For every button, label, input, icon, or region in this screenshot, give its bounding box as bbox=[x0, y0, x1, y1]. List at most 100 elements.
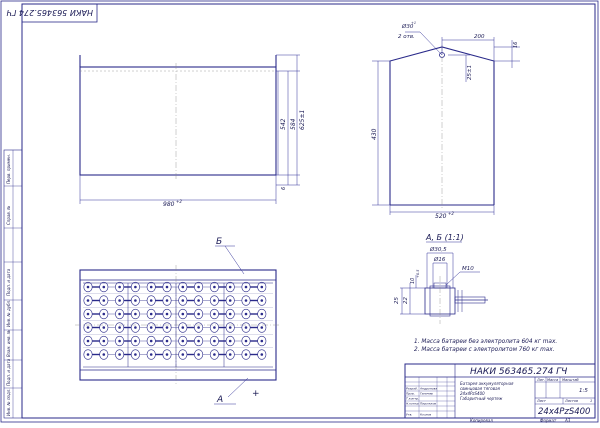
terminal-dot bbox=[86, 285, 90, 289]
title-block: НАКИ 563465.274 ГЧ Батарея аккумуляторна… bbox=[404, 363, 596, 423]
dim-section-22: 22 bbox=[403, 297, 409, 304]
format-label: Формат bbox=[540, 418, 557, 423]
terminal-dot bbox=[165, 299, 169, 302]
dim-side-holes-count: 2 отв. bbox=[398, 34, 415, 40]
terminal-dot bbox=[228, 285, 232, 289]
title-col-scale: Масштаб bbox=[562, 378, 579, 382]
terminal-dot bbox=[244, 299, 248, 302]
terminal-dot bbox=[102, 353, 106, 356]
terminal-dot bbox=[165, 326, 169, 329]
cell-array bbox=[83, 281, 273, 367]
title-name-line: свинцовая тяговая bbox=[460, 386, 501, 391]
terminal-dot bbox=[181, 353, 185, 356]
dim-front-h2: 584 bbox=[290, 118, 297, 130]
terminal-dot bbox=[228, 353, 232, 356]
strip-label: Перв. примен. bbox=[6, 154, 11, 184]
cell-terminal bbox=[130, 322, 140, 333]
terminal-dot bbox=[181, 312, 185, 316]
title-person: Андропова bbox=[419, 387, 437, 391]
dim-side-hole: Ø30 bbox=[401, 23, 414, 30]
terminal-dot bbox=[134, 326, 137, 329]
title-sheets: 1 bbox=[590, 399, 592, 403]
terminal-dot bbox=[260, 326, 264, 329]
cell-terminal bbox=[130, 335, 140, 347]
title-role: Т.контр. bbox=[406, 397, 419, 401]
terminal-dot bbox=[118, 299, 121, 302]
cell-terminal bbox=[130, 308, 140, 320]
dim-front-base: 6 bbox=[281, 187, 287, 190]
title-col-mass: Масса bbox=[547, 378, 558, 382]
terminal-dot bbox=[102, 312, 106, 316]
terminal-dot bbox=[149, 299, 153, 302]
dim-front-width-tol: +2 bbox=[176, 199, 182, 204]
cell-terminal bbox=[257, 349, 267, 360]
terminal-dot bbox=[197, 353, 200, 356]
dim-front-h1: 542 bbox=[280, 118, 287, 130]
terminal-dot bbox=[228, 299, 232, 302]
terminal-dot bbox=[86, 339, 90, 343]
dim-side-16: 16 bbox=[513, 42, 519, 48]
terminal-dot bbox=[134, 312, 137, 316]
section-connector bbox=[454, 296, 486, 304]
terminal-dot bbox=[102, 326, 106, 329]
dim-front-width: 980 bbox=[163, 201, 175, 208]
dim-side-width: 520 bbox=[435, 213, 447, 220]
plus-terminal-mark: + bbox=[252, 389, 260, 399]
terminal-dot bbox=[197, 299, 200, 302]
terminal-dot bbox=[244, 285, 248, 289]
title-scale: 1:5 bbox=[579, 388, 588, 394]
terminal-dot bbox=[149, 312, 153, 316]
cell-terminal bbox=[130, 295, 140, 306]
terminal-dot bbox=[118, 312, 121, 316]
title-role: Пров. bbox=[406, 392, 415, 396]
top-view: Б А + bbox=[75, 237, 281, 405]
dim-section-d16: Ø16 bbox=[433, 256, 446, 263]
side-view: Ø30 +1 2 отв. 200 16 25±1 430 520 +2 bbox=[371, 21, 520, 220]
terminal-dot bbox=[134, 353, 137, 356]
terminal-dot bbox=[197, 339, 200, 343]
top-stamp: НАКИ 563465.274 ГЧ bbox=[6, 3, 98, 23]
terminal-dot bbox=[149, 339, 153, 343]
cell-terminal bbox=[257, 335, 267, 347]
terminal-dot bbox=[197, 312, 200, 316]
terminal-dot bbox=[102, 339, 106, 343]
title-col-lit: Лит. bbox=[536, 378, 545, 382]
terminal-dot bbox=[86, 312, 90, 316]
terminal-dot bbox=[260, 339, 264, 343]
dim-section-m10: М10 bbox=[462, 266, 474, 272]
terminal-dot bbox=[134, 339, 137, 343]
front-view: 980 +2 542 584 625±1 6 bbox=[79, 54, 306, 208]
terminal-dot bbox=[213, 285, 216, 289]
cell-terminal bbox=[209, 295, 219, 306]
terminal-dot bbox=[149, 285, 153, 289]
terminal-dot bbox=[213, 299, 216, 302]
terminal-dot bbox=[244, 339, 248, 343]
title-name-line: Батарея аккумуляторная bbox=[460, 381, 514, 386]
format-value: А3 bbox=[564, 418, 571, 423]
cell-terminal bbox=[209, 335, 219, 347]
title-designation: 24x4PzS400 bbox=[538, 407, 590, 417]
dim-side-height: 430 bbox=[371, 128, 378, 140]
strip-label: Справ. № bbox=[6, 206, 11, 225]
title-role: Разраб. bbox=[406, 387, 418, 391]
terminal-dot bbox=[181, 299, 185, 302]
dim-section-25: 25 bbox=[394, 297, 400, 304]
terminal-dot bbox=[213, 353, 216, 356]
dim-section-10: 10 bbox=[410, 278, 416, 284]
terminal-dot bbox=[165, 339, 169, 343]
terminal-dot bbox=[260, 299, 264, 302]
strip-label: Подп. и дата bbox=[6, 358, 11, 386]
terminal-dot bbox=[213, 339, 216, 343]
terminal-dot bbox=[149, 326, 153, 329]
cell-terminal bbox=[257, 308, 267, 320]
terminal-dot bbox=[213, 312, 216, 316]
terminal-dot bbox=[181, 339, 185, 343]
callout-b: Б bbox=[216, 237, 222, 247]
cell-terminal bbox=[209, 308, 219, 320]
title-role: Н.контр. bbox=[406, 402, 419, 406]
strip-label: Подп. и дата bbox=[6, 268, 11, 296]
note-line: 1. Масса батареи без электролита 604 кг … bbox=[414, 339, 557, 345]
terminal-dot bbox=[244, 353, 248, 356]
copy-label: Копировал bbox=[470, 418, 493, 423]
